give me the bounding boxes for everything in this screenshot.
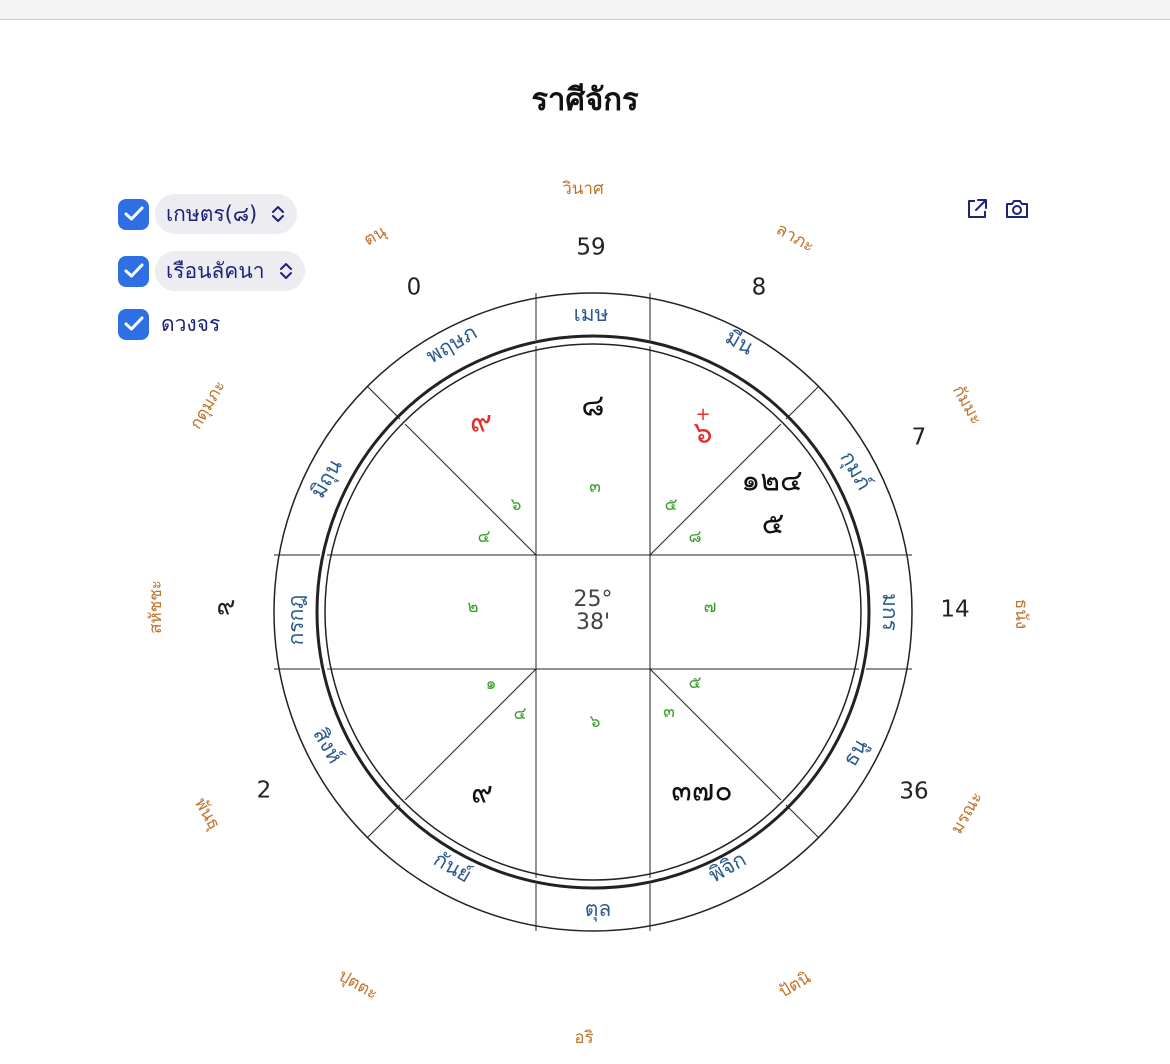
chart-structure bbox=[273, 292, 913, 932]
planet-right-upper-b: ๕ bbox=[762, 507, 785, 542]
browser-top-bar bbox=[0, 0, 1170, 20]
house-label-top-right: ลาภะ bbox=[773, 219, 818, 256]
duangjon-row: ดวงจร bbox=[118, 304, 305, 344]
sign-label-top-right: มีน bbox=[721, 325, 757, 360]
sign-label-bottom-left: กันย์ bbox=[429, 847, 475, 887]
outer-number-top-right: 8 bbox=[752, 275, 767, 301]
house-label-left-lower: พันธุ bbox=[190, 795, 224, 834]
kaset-checkbox[interactable] bbox=[118, 198, 149, 230]
house-label-bottom: อริ bbox=[574, 1028, 593, 1048]
small-number-top-left-b: ๔ bbox=[478, 527, 491, 547]
sign-label-left-lower: สิงห์ bbox=[308, 724, 347, 768]
small-number-bottom: ๖ bbox=[590, 712, 601, 732]
planet-top-right: ๖ bbox=[693, 416, 712, 451]
outer-number-top: 59 bbox=[576, 235, 605, 261]
kaset-row: เกษตร(๘) bbox=[118, 194, 305, 234]
small-number-right: ๗ bbox=[704, 597, 717, 617]
checkmark-icon bbox=[124, 263, 143, 278]
house-label-right-upper: กัมมะ bbox=[948, 382, 986, 428]
small-number-bottom-right-a: ๕ bbox=[689, 673, 702, 693]
small-number-top-left-a: ๖ bbox=[511, 495, 522, 515]
small-number-bottom-right-b: ๓ bbox=[663, 702, 675, 722]
sign-ring-inner bbox=[315, 334, 871, 890]
duangjon-checkbox[interactable] bbox=[118, 308, 149, 340]
duangjon-label: ดวงจร bbox=[161, 311, 221, 336]
sign-label-left: กรกฎ bbox=[284, 595, 308, 646]
external-link-icon[interactable] bbox=[964, 196, 990, 222]
sign-label-top-left: พฤษภ bbox=[422, 320, 481, 368]
ruean-row: เรือนลัคนา bbox=[118, 251, 305, 291]
camera-icon[interactable] bbox=[1004, 196, 1030, 222]
outer-number-left-lower: 2 bbox=[257, 778, 272, 804]
planet-retro-mark: + bbox=[695, 404, 710, 425]
house-label-right: ธนัง bbox=[1011, 599, 1031, 629]
outer-ring bbox=[273, 292, 913, 932]
select-arrows-icon bbox=[271, 204, 285, 224]
outer-number-right-lower: 36 bbox=[899, 779, 928, 805]
center-degree: 25° bbox=[574, 587, 613, 612]
house-label-bottom-right: ปัตนิ bbox=[776, 968, 815, 1002]
planet-bottom-right: ๓๗๐ bbox=[671, 774, 732, 809]
planet-right-upper-a: ๑๒๔ bbox=[741, 464, 803, 499]
house-label-top-left: ตนุ bbox=[360, 221, 390, 250]
select-arrows-icon bbox=[279, 261, 293, 281]
ruean-select[interactable]: เรือนลัคนา bbox=[155, 251, 305, 291]
checkmark-icon bbox=[124, 316, 143, 331]
house-label-left: สหัชชะ bbox=[146, 580, 166, 634]
planet-bottom-left: ๙ bbox=[471, 776, 493, 811]
small-number-bottom-left-a: ๑ bbox=[486, 674, 497, 694]
chart-toolbar bbox=[964, 196, 1030, 222]
sign-label-top: เมษ bbox=[574, 302, 609, 326]
small-number-bottom-left-b: ๔ bbox=[514, 704, 527, 724]
page-title: ราศีจักร bbox=[531, 82, 639, 118]
ruean-checkbox[interactable] bbox=[118, 255, 149, 287]
sign-label-right-lower: ธนู bbox=[838, 735, 873, 771]
sign-label-bottom: ตุล bbox=[585, 897, 612, 922]
small-number-top: ๓ bbox=[589, 477, 601, 497]
center-minute: 38' bbox=[576, 610, 610, 635]
kaset-select[interactable]: เกษตร(๘) bbox=[155, 194, 298, 234]
house-label-left-upper: กดุมภะ bbox=[186, 377, 230, 433]
kaset-select-value: เกษตร(๘) bbox=[166, 201, 258, 226]
planet-top: ๘ bbox=[581, 389, 604, 424]
house-label-top: วินาศ bbox=[562, 179, 604, 199]
house-label-bottom-left: ปุตตะ bbox=[335, 966, 381, 1004]
small-number-top-right-b: ๘ bbox=[688, 527, 701, 547]
small-number-top-right-a: ๕ bbox=[665, 495, 678, 515]
outer-number-right: 14 bbox=[940, 597, 969, 623]
checkmark-icon bbox=[124, 206, 143, 221]
chart-controls: เกษตร(๘) เรือนลัคนา ดวงจร bbox=[118, 194, 305, 361]
inner-ring bbox=[324, 343, 862, 881]
planet-top-left: ๙ bbox=[470, 405, 492, 440]
outer-number-left: ๙ bbox=[216, 592, 235, 622]
outer-number-top-left: 0 bbox=[407, 275, 422, 301]
sign-label-right: มกร bbox=[878, 593, 902, 631]
house-label-right-lower: มรณะ bbox=[947, 788, 987, 837]
small-number-left: ๒ bbox=[467, 597, 478, 617]
ruean-select-value: เรือนลัคนา bbox=[166, 258, 265, 283]
outer-number-right-upper: 7 bbox=[912, 425, 927, 451]
